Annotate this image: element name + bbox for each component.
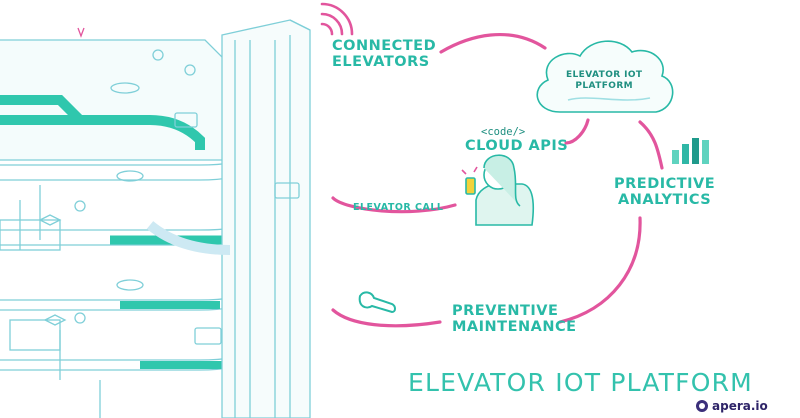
connector-apis-to-cloud [564, 118, 590, 145]
label-code-tag: <code/> [481, 126, 526, 138]
building [0, 0, 311, 418]
label-cloud-apis: CLOUD APIS [465, 138, 569, 154]
connector-elevators-to-cloud [439, 33, 547, 54]
connector-call-to-person [331, 196, 457, 214]
cloud-icon [536, 40, 674, 113]
wrench-icon [358, 291, 396, 314]
brand-name: apera.io [712, 399, 768, 413]
brand-logo: apera.io [696, 399, 768, 413]
page-title: ELEVATOR IOT PLATFORM [408, 368, 753, 397]
label-predictive-analytics: PREDICTIVE ANALYTICS [614, 176, 716, 209]
connector-cloud-to-analytics [638, 120, 664, 170]
wifi-icon [320, 2, 354, 36]
label-preventive-maintenance: PREVENTIVE MAINTENANCE [452, 303, 577, 336]
person-with-phone-icon [461, 154, 535, 226]
connector-maintenance-left [331, 308, 442, 328]
label-connected-elevators: CONNECTED ELEVATORS [332, 38, 437, 71]
connection-lines [331, 33, 664, 328]
connector-analytics-to-maintenance [558, 216, 642, 324]
apera-logo-icon [696, 400, 708, 412]
label-cloud-platform: ELEVATOR IOT PLATFORM [566, 70, 643, 91]
bar-chart-icon [672, 138, 709, 164]
label-elevator-call: ELEVATOR CALL [353, 202, 444, 213]
